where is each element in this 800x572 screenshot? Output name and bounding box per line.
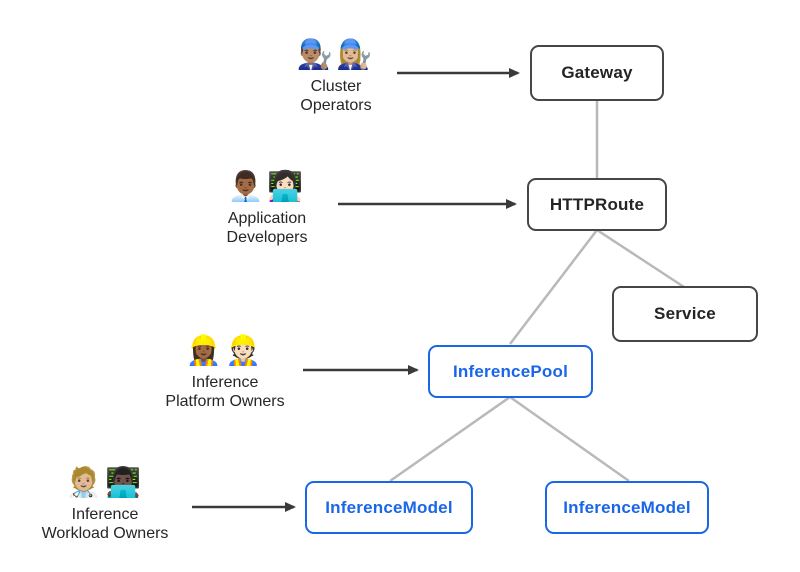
persona-label-line: Operators (300, 97, 372, 114)
connector-httproute-inferencepool (509, 229, 598, 345)
persona-application-developers: 👨🏾‍💼👩🏻‍💻 Application Developers (177, 170, 357, 247)
gateway-node-label: Gateway (561, 63, 633, 82)
workload-owners-emoji-icon: 🧑🏼‍⚕️👨🏿‍💻 (65, 467, 145, 499)
persona-label-line: Workload Owners (41, 525, 169, 542)
inferencepool-node: InferencePool (428, 345, 593, 398)
httproute-node-label: HTTPRoute (549, 194, 645, 214)
connector-httproute-service (596, 228, 685, 289)
connector-inferencepool-inferencemodel-right (509, 395, 630, 483)
persona-label-line: Inference (191, 374, 259, 391)
mechanics-emoji-icon: 👨🏽‍🔧👩🏼‍🔧 (296, 39, 376, 71)
connector-inferencepool-inferencemodel-left (389, 395, 511, 483)
inferencemodel-right-node-label: InferenceModel (563, 497, 691, 517)
persona-label-line: Inference (71, 506, 139, 523)
persona-label-line: Developers (226, 229, 308, 246)
persona-label-line: Platform Owners (165, 393, 285, 410)
inferencemodel-right-node: InferenceModel (545, 481, 709, 534)
inferencepool-node-label: InferencePool (452, 361, 569, 381)
gateway-node: Gateway (530, 45, 664, 101)
inferencemodel-left-node-label: InferenceModel (325, 497, 453, 517)
inferencemodel-left-node: InferenceModel (305, 481, 473, 534)
construction-workers-emoji-icon: 👷🏾‍♀️👷🏻 (185, 335, 265, 367)
service-node-label: Service (654, 304, 716, 323)
persona-inference-workload-owners: 🧑🏼‍⚕️👨🏿‍💻 Inference Workload Owners (5, 466, 205, 543)
service-node: Service (612, 286, 758, 342)
persona-label-line: Cluster (310, 78, 362, 95)
persona-cluster-operators: 👨🏽‍🔧👩🏼‍🔧 Cluster Operators (246, 38, 426, 115)
persona-inference-platform-owners: 👷🏾‍♀️👷🏻 Inference Platform Owners (125, 334, 325, 411)
httproute-node: HTTPRoute (527, 178, 667, 231)
developers-emoji-icon: 👨🏾‍💼👩🏻‍💻 (227, 171, 307, 203)
persona-label-line: Application (227, 210, 307, 227)
